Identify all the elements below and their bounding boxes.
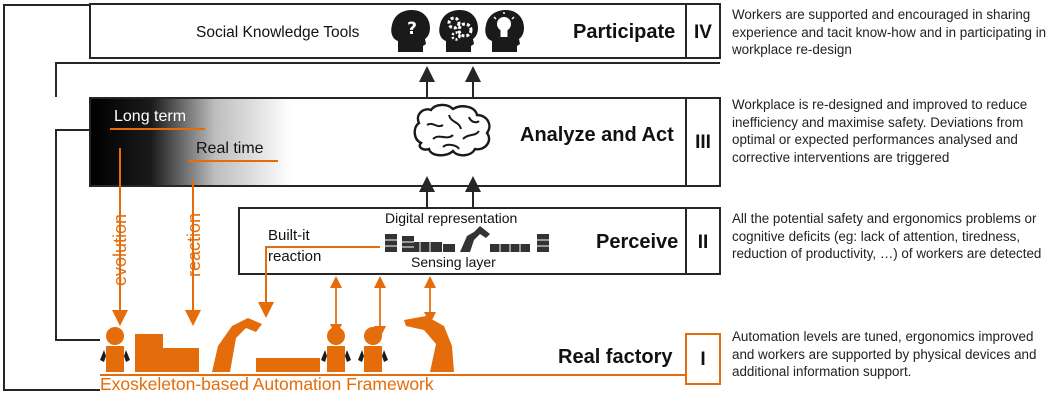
analyze-and-act-title: Analyze and Act xyxy=(520,124,674,146)
perceive-description: All the potential safety and ergonomics … xyxy=(732,211,1042,261)
sensing-layer-label: Sensing layer xyxy=(411,254,496,270)
level-iv-participate: Social Knowledge Tools ? Participate IV xyxy=(89,3,721,59)
reaction-feedback: reaction xyxy=(184,180,204,326)
digital-representation-label: Digital representation xyxy=(385,210,517,226)
evolution-feedback: evolution xyxy=(110,148,130,326)
inner-feedback-line xyxy=(55,62,720,97)
long-term-gradient xyxy=(91,99,291,185)
participate-description: Workers are supported and encouraged in … xyxy=(732,7,1047,57)
social-knowledge-tools-label: Social Knowledge Tools xyxy=(196,24,360,41)
machine-icon xyxy=(135,334,199,372)
framework-diagram: Social Knowledge Tools ? Participate IV xyxy=(3,3,721,394)
level-ii-perceive: Digital representation Sensing layer Bui… xyxy=(238,207,721,275)
built-in-reaction-label-line1: Built-it xyxy=(268,227,311,244)
digital-factory-icon xyxy=(385,226,549,252)
question-head-icon: ? xyxy=(391,10,430,52)
machine-icon xyxy=(256,358,320,372)
reaction-label: reaction xyxy=(184,213,204,277)
level-iii-analyze-and-act: Long term Real time Analyze and Act III xyxy=(89,97,721,187)
outer-feedback-line xyxy=(3,4,100,391)
long-term-label: Long term xyxy=(114,108,186,125)
level-i-real-factory: Exoskeleton-based Automation Framework R… xyxy=(100,316,721,394)
real-time-label: Real time xyxy=(196,140,264,157)
worker-icon xyxy=(100,327,130,372)
robot-arm-icon xyxy=(404,316,454,372)
exoskeleton-framework-label: Exoskeleton-based Automation Framework xyxy=(100,374,434,394)
brain-icon xyxy=(413,103,491,157)
inner-feedback-line-lower xyxy=(55,129,100,341)
built-in-reaction-arrow xyxy=(258,246,380,318)
participate-title: Participate xyxy=(573,21,675,43)
gears-head-icon xyxy=(439,10,478,52)
real-factory-title: Real factory xyxy=(558,346,673,368)
lightbulb-head-icon xyxy=(485,10,524,52)
analyze-and-act-description: Workplace is re-designed and improved to… xyxy=(732,97,1028,165)
robot-arm-icon xyxy=(212,318,262,372)
level-iv-numeral: IV xyxy=(694,22,712,43)
evolution-label: evolution xyxy=(110,214,130,286)
sensing-arrows xyxy=(330,276,436,338)
level-i-numeral: I xyxy=(700,349,705,370)
level-ii-numeral: II xyxy=(698,232,709,253)
svg-text:?: ? xyxy=(407,19,417,39)
worker-icon xyxy=(321,327,351,372)
worker-icon xyxy=(358,327,388,372)
perceive-title: Perceive xyxy=(596,231,678,253)
built-in-reaction-label-line2: reaction xyxy=(268,248,321,265)
real-factory-description: Automation levels are tuned, ergonomics … xyxy=(732,329,1037,379)
level-iii-numeral: III xyxy=(695,132,711,153)
